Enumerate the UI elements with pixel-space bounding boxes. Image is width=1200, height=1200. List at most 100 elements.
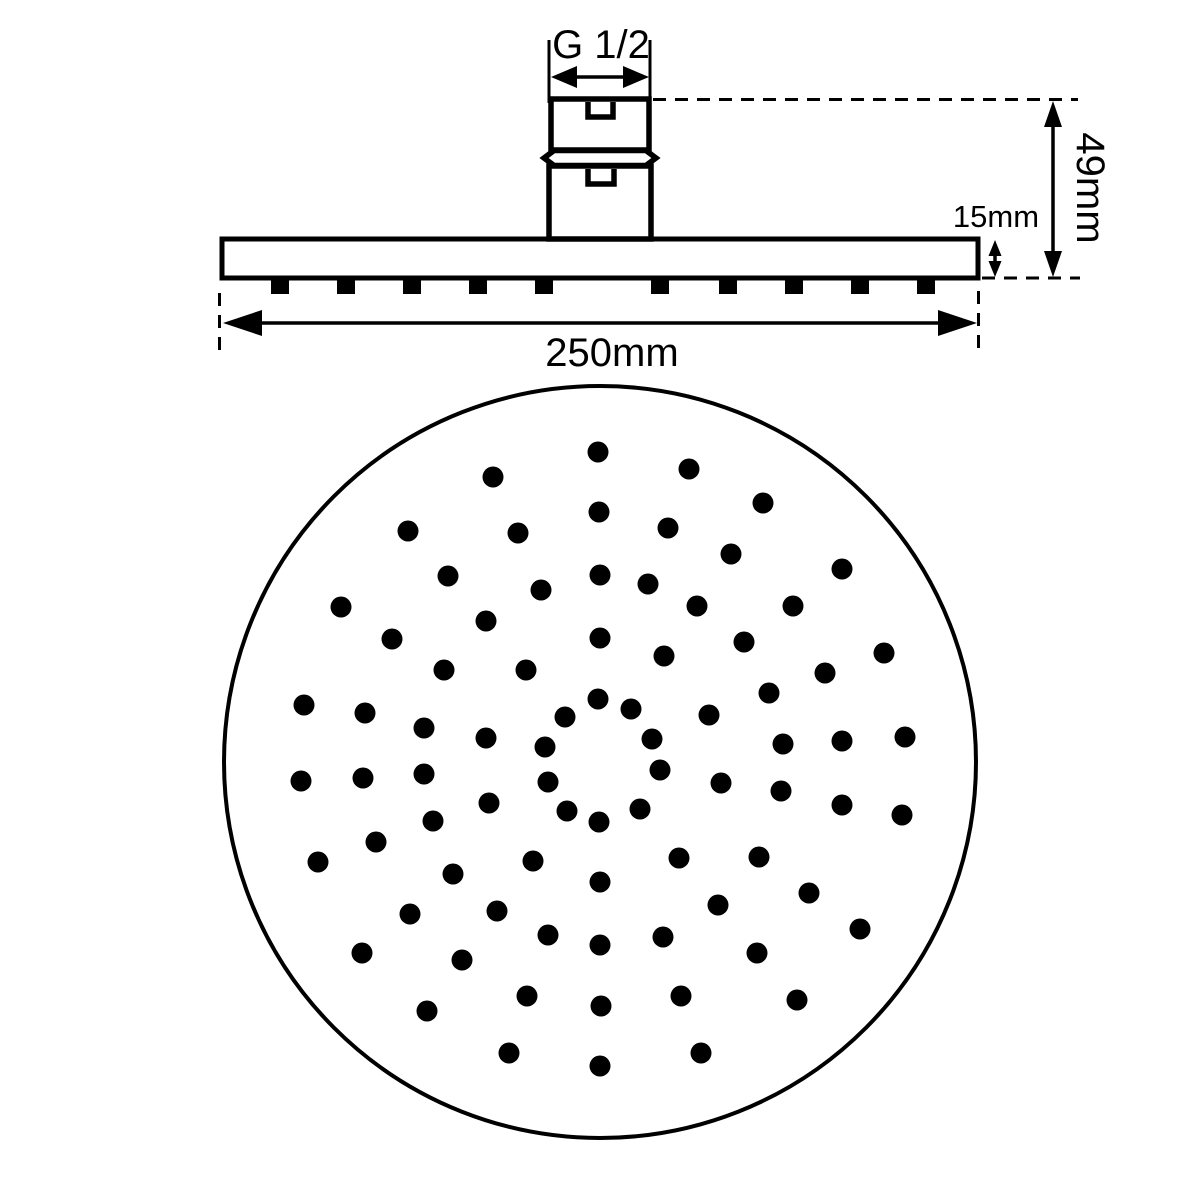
nozzle-square [917,277,935,294]
nozzle-dot [507,522,529,544]
nozzle-dot [733,631,755,653]
nozzle-dot [798,882,820,904]
nozzle-dots [290,441,916,1077]
nozzle-dot [530,579,552,601]
nozzle-dot [772,733,794,755]
thread-size-label: G 1/2 [552,23,650,67]
nozzle-dot [786,989,808,1011]
nozzle-dot [451,949,473,971]
nozzle-dot [873,642,895,664]
nozzle-dot [758,682,780,704]
nozzle-square [271,277,289,294]
nozzle-dot [482,466,504,488]
nozzle-dot [293,694,315,716]
nozzle-dot [770,780,792,802]
nozzle-dot [746,942,768,964]
side-view: G 1/2 49mm 15mm [218,23,1112,375]
nozzle-dot [649,759,671,781]
nozzle-dot [442,863,464,885]
nozzle-dot [653,645,675,667]
nozzle-dot [637,573,659,595]
nozzle-dot [814,662,836,684]
nozzle-dot [686,595,708,617]
nozzle-squares [271,277,935,294]
connector-upper-body [548,96,652,153]
nozzle-dot [720,543,742,565]
nozzle-square [785,277,803,294]
face-view [222,384,978,1140]
nozzle-square [337,277,355,294]
nozzle-dot [498,1042,520,1064]
arrowhead-right-large-icon [938,310,977,336]
head-diameter-label: 250mm [545,331,678,375]
nozzle-square [469,277,487,294]
nozzle-dot [478,792,500,814]
arrowhead-down-small-icon [988,261,1002,277]
nozzle-dot [587,441,609,463]
nozzle-dot [307,851,329,873]
nozzle-dot [516,985,538,1007]
nozzle-dot [629,798,651,820]
nozzle-dot [587,688,609,710]
nozzle-dot [365,831,387,853]
nozzle-dot [397,520,419,542]
nozzle-dot [589,564,611,586]
nozzle-dot [589,627,611,649]
nozzle-dot [537,771,559,793]
nozzle-dot [670,985,692,1007]
nozzle-dot [752,492,774,514]
nozzle-dot [588,501,610,523]
nozzle-dot [351,942,373,964]
nozzle-dot [589,1055,611,1077]
nozzle-dot [710,772,732,794]
nozzle-dot [831,794,853,816]
nozzle-dot [589,934,611,956]
nozzle-dot [678,458,700,480]
connector-upper-notch [585,102,616,120]
nozzle-dot [831,730,853,752]
nozzle-dot [475,727,497,749]
nozzle-dot [290,770,312,792]
nozzle-dot [589,871,611,893]
nozzle-dot [534,736,556,758]
nozzle-dot [422,810,444,832]
nozzle-dot [556,800,578,822]
nozzle-dot [849,918,871,940]
nozzle-dot [413,717,435,739]
nozzle-dot [486,900,508,922]
nozzle-dot [690,1042,712,1064]
nozzle-dot [698,704,720,726]
nozzle-dot [748,846,770,868]
nozzle-dot [437,565,459,587]
nozzle-dot [413,763,435,785]
nozzle-dot [416,1000,438,1022]
nozzle-dot [668,847,690,869]
nozzle-dot [590,995,612,1017]
plate-thickness-label: 15mm [953,199,1039,234]
nozzle-square [851,277,869,294]
arrowhead-up-icon [1044,101,1062,127]
nozzle-dot [522,850,544,872]
nozzle-square [535,277,553,294]
nozzle-square [719,277,737,294]
overall-height-label: 49mm [1068,132,1112,243]
nozzle-dot [515,659,537,681]
nozzle-dot [657,517,679,539]
arrowhead-right-icon [623,66,649,88]
nozzle-dot [475,610,497,632]
nozzle-dot [354,702,376,724]
nozzle-dot [330,596,352,618]
plate-side-profile [219,236,981,281]
connector-lower-notch [585,169,617,187]
nozzle-square [403,277,421,294]
nozzle-dot [652,926,674,948]
nozzle-dot [707,894,729,916]
shower-plate-face-outline [222,384,978,1140]
arrowhead-left-large-icon [223,310,262,336]
arrowhead-up-small-icon [988,240,1002,256]
nozzle-dot [620,698,642,720]
nozzle-dot [433,659,455,681]
nozzle-dot [352,767,374,789]
